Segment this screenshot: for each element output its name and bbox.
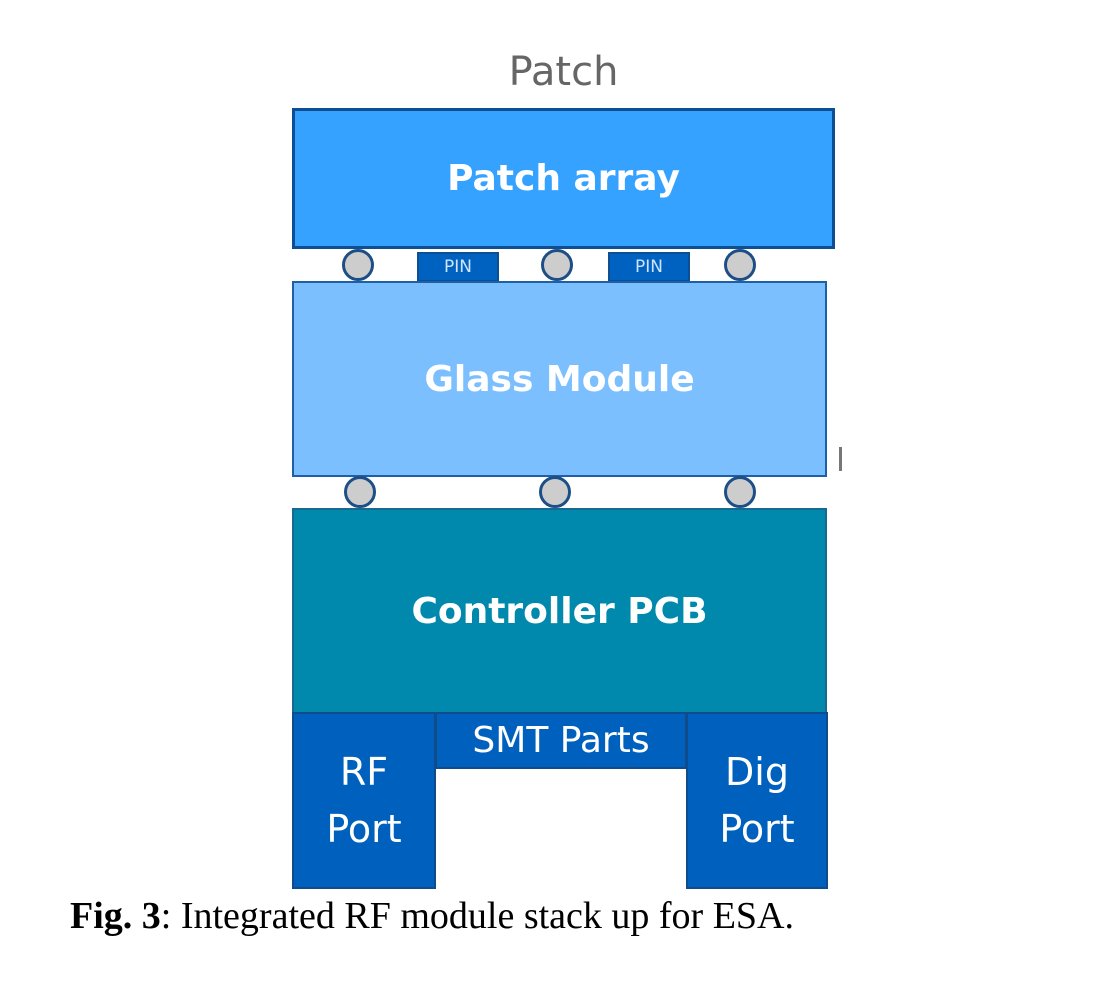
dig-port-label-2: Port [719, 806, 795, 851]
solder-ball [539, 476, 571, 508]
figure-caption: Fig. 3: Integrated RF module stack up fo… [70, 894, 970, 944]
rf-port-label-1: RF [339, 749, 389, 794]
pin-block: PIN [417, 252, 499, 282]
pin-block: PIN [608, 252, 690, 282]
tick-mark [839, 447, 842, 471]
solder-ball [342, 249, 374, 281]
caption-label: Fig. 3 [70, 895, 161, 937]
controller-pcb-layer: Controller PCB [292, 508, 827, 714]
dig-port-label-1: Dig [725, 749, 789, 794]
glass-module-layer: Glass Module [292, 281, 827, 477]
dig-port: Dig Port [686, 712, 828, 889]
patch-array-label: Patch array [447, 158, 680, 199]
smt-parts: SMT Parts [435, 712, 687, 769]
diagram-title: Patch [508, 49, 619, 95]
controller-pcb-label: Controller PCB [411, 590, 708, 632]
smt-parts-label: SMT Parts [472, 720, 650, 761]
solder-ball [541, 249, 573, 281]
rf-port: RF Port [292, 712, 436, 889]
solder-ball [344, 476, 376, 508]
glass-module-label: Glass Module [424, 358, 695, 400]
pin-label: PIN [635, 257, 663, 277]
pin-label: PIN [444, 257, 472, 277]
rf-port-label-2: Port [326, 806, 402, 851]
patch-array-layer: Patch array [292, 108, 835, 249]
solder-ball [724, 476, 756, 508]
solder-ball [724, 249, 756, 281]
caption-text: : Integrated RF module stack up for ESA. [160, 895, 794, 937]
